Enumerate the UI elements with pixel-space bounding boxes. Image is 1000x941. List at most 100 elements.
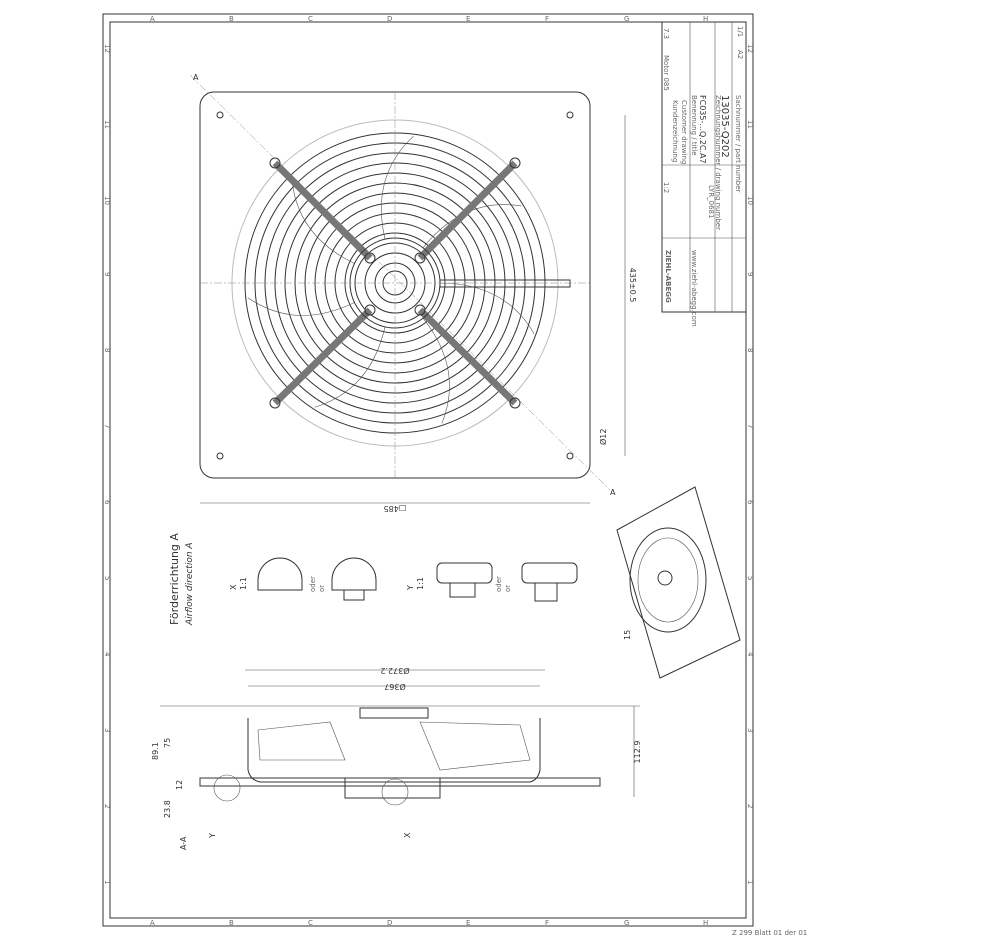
mount-hole [566, 452, 574, 460]
svg-text:112.9: 112.9 [633, 741, 642, 764]
grid-column-label: A [150, 15, 155, 23]
mount-hole [216, 452, 224, 460]
grid-column-label: G [624, 919, 629, 927]
svg-text:Motor 085: Motor 085 [662, 55, 670, 91]
ring-diameter-dim: Ø367 [384, 682, 406, 692]
svg-text:ZIEHL-ABEGG: ZIEHL-ABEGG [664, 250, 672, 303]
airflow-label-en: Airflow direction A [185, 542, 195, 626]
grid-row-label: 2 [746, 804, 754, 808]
grid-row-label: 10 [746, 196, 754, 205]
sheet-footer: Z 299 Blatt 01 der 01 [732, 929, 807, 937]
grid-column-label: D [387, 15, 392, 23]
grid-row-label: 12 [103, 44, 111, 53]
svg-text:15: 15 [623, 630, 632, 640]
front-view: A A □485 435±0.5 Ø12 [189, 73, 637, 513]
fan-blade [439, 282, 535, 334]
svg-text:www.ziehl-abegg.com: www.ziehl-abegg.com [690, 250, 698, 327]
grid-row-label: 4 [746, 652, 754, 657]
cable [439, 279, 571, 288]
fan-blade [314, 326, 386, 408]
guard-ring [254, 142, 536, 424]
grid-column-label: C [308, 919, 313, 927]
fan-blade [422, 317, 450, 424]
svg-text:1/1: 1/1 [736, 26, 744, 37]
grid-row-label: 12 [746, 44, 754, 53]
svg-text:FC035-...Q.2C.A7: FC035-...Q.2C.A7 [698, 95, 707, 164]
airflow-label-de: Förderrichtung A [168, 533, 181, 625]
grid-row-label: 4 [103, 652, 111, 657]
grid-row-label: 5 [103, 576, 111, 580]
svg-text:or: or [504, 585, 512, 592]
grid-column-label: C [308, 15, 313, 23]
grid-column-label: H [703, 919, 708, 927]
section-marker-a: A [193, 73, 199, 82]
svg-text:A-A: A-A [179, 836, 188, 850]
grid-row-label: 3 [103, 728, 111, 732]
guard-ring [324, 212, 466, 354]
svg-text:1:1: 1:1 [416, 577, 425, 590]
svg-text:23.8: 23.8 [163, 800, 172, 818]
svg-text:13035-Q202: 13035-Q202 [719, 95, 730, 158]
svg-text:Customer drawing: Customer drawing [680, 100, 688, 164]
grid-row-label: 11 [103, 120, 111, 129]
svg-text:1:2: 1:2 [662, 182, 670, 193]
grid-row-label: 7 [103, 424, 111, 428]
sheet-frame [102, 13, 754, 927]
grid-column-label: A [150, 919, 155, 927]
svg-text:or: or [318, 585, 326, 592]
fan-blade [291, 176, 355, 264]
grid-row-label: 8 [746, 348, 754, 352]
svg-text:75: 75 [163, 738, 172, 748]
grid-row-label: 11 [746, 120, 754, 129]
grid-row-label: 5 [746, 576, 754, 580]
guard-struts [269, 157, 521, 409]
grid-row-label: 1 [103, 880, 111, 884]
svg-text:1:1: 1:1 [239, 577, 248, 590]
grid-column-label: F [545, 919, 549, 927]
svg-text:89.1: 89.1 [151, 742, 160, 760]
grid-row-label: 2 [103, 804, 111, 808]
fan-blade [381, 135, 414, 240]
grid-column-label: F [545, 15, 549, 23]
svg-text:LYR_0681: LYR_0681 [707, 185, 715, 218]
svg-text:X: X [229, 584, 238, 590]
title-block: 7.3 Motor 085 Kundenzeichnung Customer d… [661, 21, 747, 327]
fan-blade [247, 297, 355, 316]
svg-text:Kundenzeichnung: Kundenzeichnung [671, 100, 679, 162]
grid-row-label: 1 [746, 880, 754, 884]
grid-row-label: 9 [103, 272, 111, 276]
grid-row-label: 6 [103, 500, 111, 505]
hole-diameter-dim: Ø12 [598, 429, 608, 445]
mount-hole [216, 111, 224, 119]
section-marker-a: A [610, 488, 616, 497]
grid-row-label: 6 [746, 500, 754, 505]
grid-column-label: B [229, 919, 234, 927]
guard-ring [374, 262, 416, 304]
grid-row-label: 3 [746, 728, 754, 732]
svg-text:Zeichnungsnummer / drawing num: Zeichnungsnummer / drawing number [714, 95, 722, 230]
svg-text:A2: A2 [736, 50, 744, 59]
grid-column-label: H [703, 15, 708, 23]
grid-column-label: G [624, 15, 629, 23]
grid-row-label: 8 [103, 348, 111, 352]
isometric-view: 15 [616, 486, 741, 679]
mount-hole [566, 111, 574, 119]
svg-text:oder: oder [495, 576, 503, 592]
grid-column-label: E [466, 919, 470, 927]
grid-row-label: 9 [746, 272, 754, 276]
svg-text:X: X [403, 832, 412, 838]
section-line [189, 74, 611, 491]
plate-size-dim: □485 [384, 504, 407, 513]
grid-column-label: E [466, 15, 470, 23]
outer-diameter-dim: Ø372.2 [380, 666, 409, 676]
side-section-view: Ø372.2 Ø367 112.9 89.1 75 12 23.8 A-A Y … [151, 666, 642, 850]
grid-column-label: B [229, 15, 234, 23]
svg-text:Y: Y [208, 833, 217, 839]
svg-text:Sachnummer / part number: Sachnummer / part number [734, 95, 742, 193]
grid-column-label: D [387, 919, 392, 927]
svg-text:Y: Y [406, 585, 415, 591]
sheet-border [109, 21, 747, 919]
hole-spacing-dim: 435±0.5 [628, 268, 637, 303]
grid-row-label: 7 [746, 424, 754, 428]
